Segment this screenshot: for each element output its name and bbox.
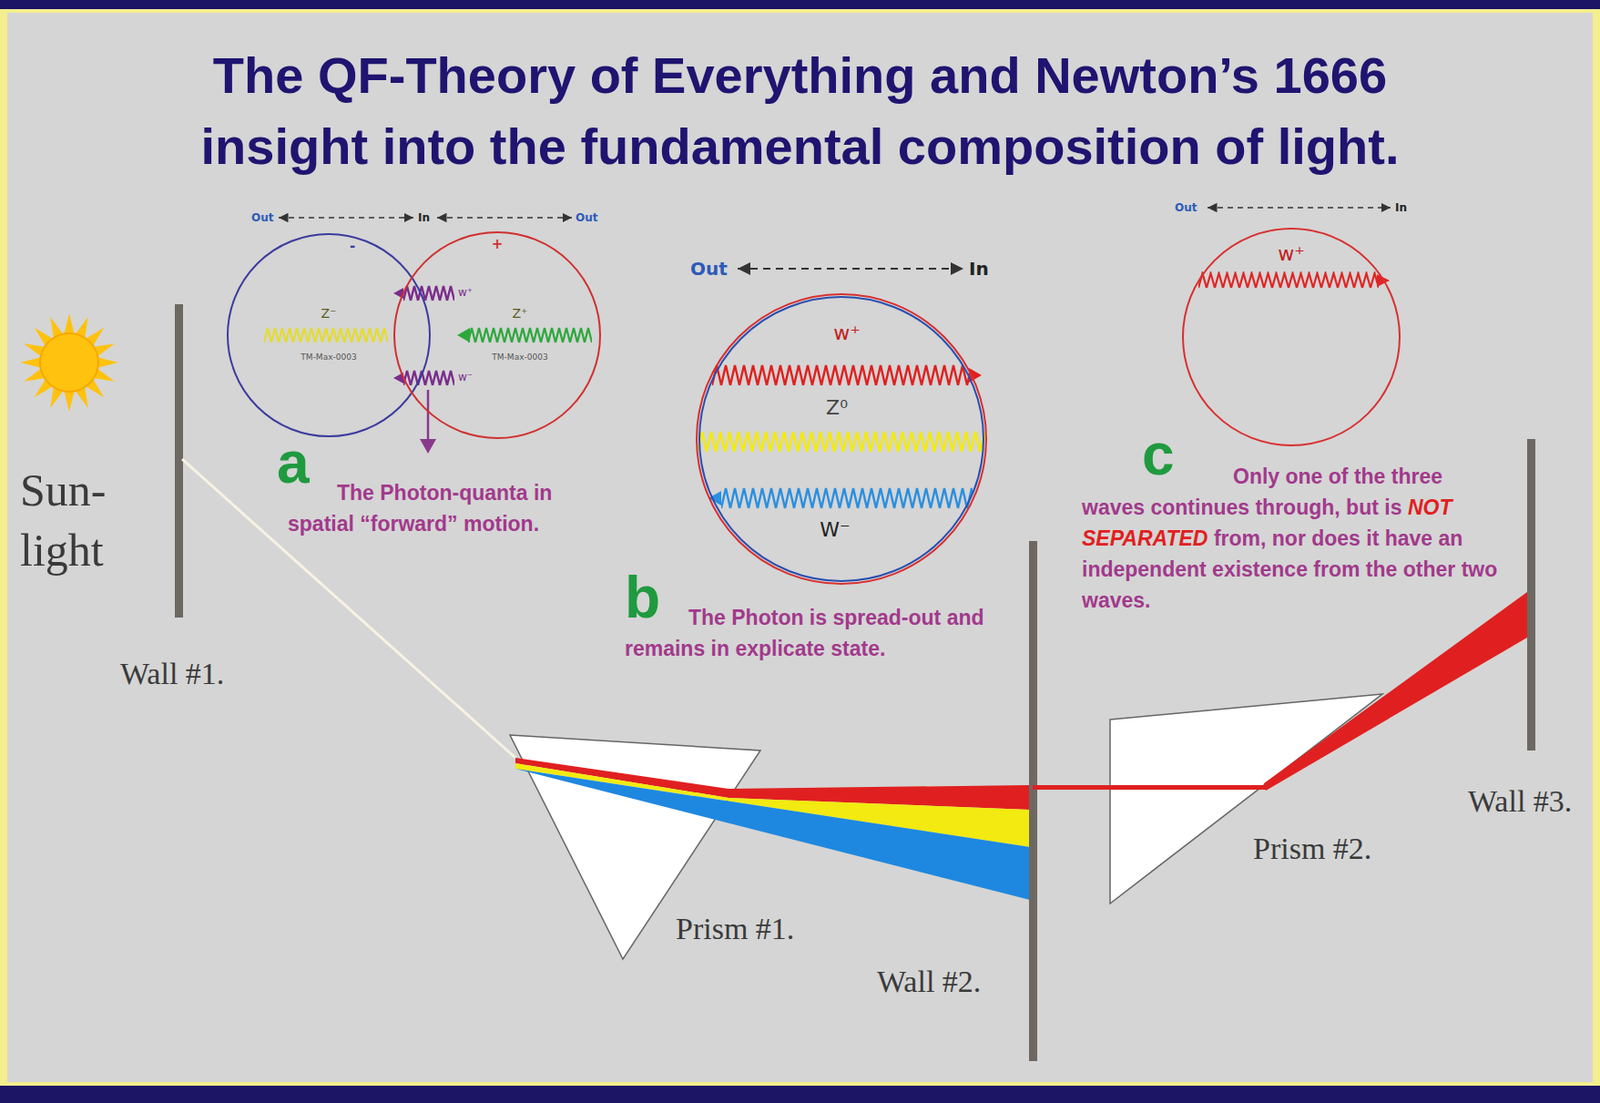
art-part [721,485,973,511]
top-bar [0,0,1600,10]
direction-label: In [417,211,430,225]
wave [697,428,986,455]
direction-label: Out [251,211,274,225]
part-name: Prism #1. [675,910,795,948]
charge-sign: - [349,238,356,254]
wave [712,362,969,388]
red-beam [1032,784,1266,790]
charge-sign: + [491,236,504,252]
dashed-arrow [437,216,572,219]
direction-label: Out [1174,201,1197,215]
wave-label: W⁻ [819,519,850,541]
sun [20,313,119,412]
dashed-arrow [737,267,964,270]
bottom-bar [0,1085,1600,1103]
wave-circle: + Z⁺ TM-Max-0003 [393,231,602,439]
wave-circle: w⁺ [1182,227,1401,447]
panel-caption: Only one of the three waves continues th… [1081,464,1443,520]
wave-label: Z⁺ [512,305,529,321]
circle-ring [696,294,987,584]
art-part [403,368,455,388]
wall [1527,438,1536,751]
art-part [40,333,99,392]
arrowhead [419,438,437,454]
wall [174,304,184,618]
wave-label: Z⁰ [825,397,848,419]
wave-circle: w⁺ Z⁰ W⁻ [695,293,988,585]
circle-outline [226,233,431,438]
wave-label: Z⁻ [321,305,337,321]
direction-label: Out [575,211,598,225]
circle-ring [1182,228,1400,446]
part-name: Wall #3. [1467,783,1572,820]
panel-caption: The Photon-quanta in spatial “forward” m… [287,477,621,540]
wave [264,326,388,345]
wave-caption: TM-Max-0003 [300,352,357,362]
dashed-arrow [1207,206,1391,209]
art-part [96,356,119,368]
art-part [403,284,455,303]
panel-letter: b [624,568,661,627]
yellow-band [515,763,1030,847]
art-part [20,356,42,368]
part-name: Wall #2. [876,963,981,1000]
wave [403,368,455,388]
wave-label: w⁺ [458,285,473,299]
circle-ring [394,232,601,439]
art-part [697,428,986,455]
art-part [264,326,388,345]
direction-label: Out [690,257,728,280]
wave-label: w⁻ [458,370,473,384]
blue-band [515,768,1030,900]
part-name: Prism #2. [1253,830,1372,867]
wave [1198,271,1379,290]
caption-block: Only one of the three waves continues th… [1081,460,1510,616]
wave-caption: TM-Max-0003 [491,352,548,362]
panel-caption: The Photon is spread-out and remains in … [624,601,1026,664]
wave [721,485,973,511]
wall [1029,540,1038,1061]
wave-label: w⁺ [833,322,861,345]
art-part [1198,271,1379,290]
dashed-arrow [278,216,414,219]
art-part [712,362,969,388]
prism [1110,693,1383,904]
wave [468,326,592,345]
art-part [63,389,75,412]
red-beam [1263,591,1528,791]
art-part [63,313,75,336]
arrowhead [457,327,470,343]
down-arrow [427,389,430,441]
circle-ring [227,234,430,437]
wave-label: w⁺ [1277,243,1305,265]
wave [403,284,455,303]
direction-label: In [968,257,989,280]
diagram-title: The QF-Theory of Everything and Newton’s… [16,40,1584,183]
wave-circle: - Z⁻ TM-Max-0003 [226,233,431,438]
circle-outline [393,231,602,439]
part-name: Wall #1. [120,655,225,693]
circle-ring [699,296,984,581]
direction-label: In [1395,201,1407,215]
art-part [468,326,592,345]
panel-letter: c [1141,425,1175,484]
panel-letter: a [276,433,310,492]
source-label: Sun- light [20,459,139,581]
